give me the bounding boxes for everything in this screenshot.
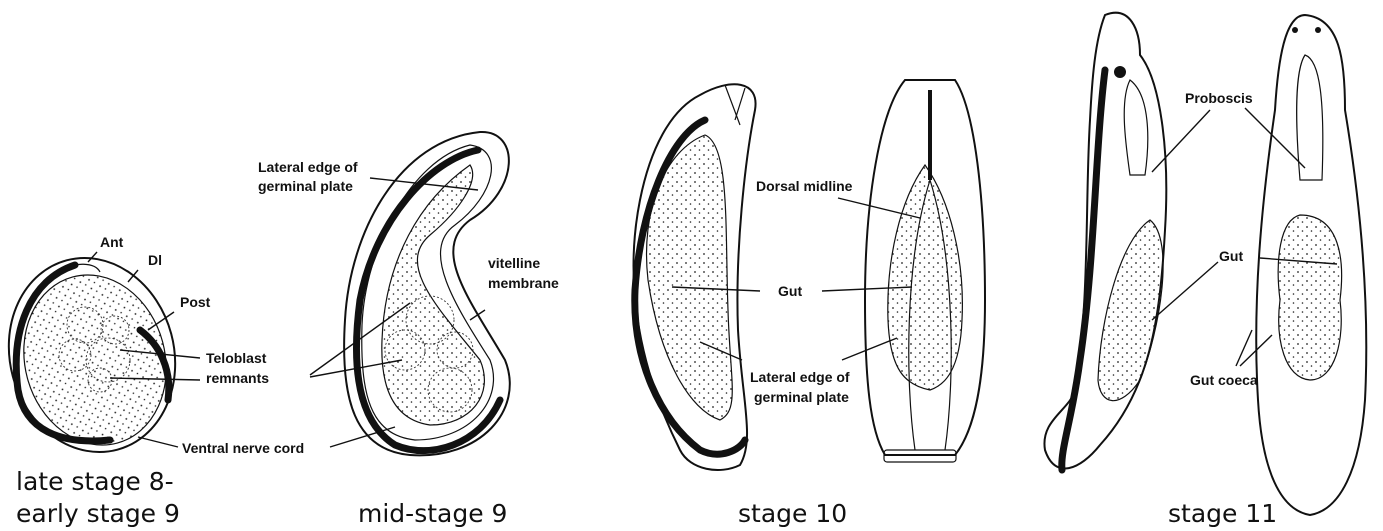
label-post: Post xyxy=(180,294,211,310)
embryo-mid-stage9 xyxy=(344,132,510,455)
label-lateral-edge-a-line1: Lateral edge of xyxy=(258,159,358,175)
embryo-stage11-lateral xyxy=(1044,13,1166,470)
caption-stage11: stage 11 xyxy=(1168,499,1277,528)
label-gut-coeca: Gut coeca xyxy=(1190,372,1258,388)
label-gut-stage11: Gut xyxy=(1219,248,1243,264)
label-teloblast-line1: Teloblast xyxy=(206,350,267,366)
label-proboscis: Proboscis xyxy=(1185,90,1253,106)
label-lateral-edge-b-line1: Lateral edge of xyxy=(750,369,850,385)
caption-stage8-line1: late stage 8- xyxy=(16,467,174,496)
caption-mid-stage9: mid-stage 9 xyxy=(358,499,507,528)
embryo-stage10-dorsal xyxy=(865,80,985,462)
label-vitelline-line1: vitelline xyxy=(488,255,540,271)
label-lateral-edge-a-line2: germinal plate xyxy=(258,178,353,194)
label-ventral-nerve-cord: Ventral nerve cord xyxy=(182,440,304,456)
caption-stage10: stage 10 xyxy=(738,499,847,528)
label-vitelline-line2: membrane xyxy=(488,275,559,291)
label-dl: Dl xyxy=(148,252,162,268)
label-lateral-edge-b-line2: germinal plate xyxy=(754,389,849,405)
label-dorsal-midline: Dorsal midline xyxy=(756,178,853,194)
embryo-stage11-dorsal xyxy=(1256,15,1366,515)
embryo-stage10-lateral xyxy=(634,84,756,470)
label-ant: Ant xyxy=(100,234,124,250)
caption-stage8-line2: early stage 9 xyxy=(16,499,180,528)
label-teloblast-line2: remnants xyxy=(206,370,269,386)
label-gut-stage10: Gut xyxy=(778,283,802,299)
